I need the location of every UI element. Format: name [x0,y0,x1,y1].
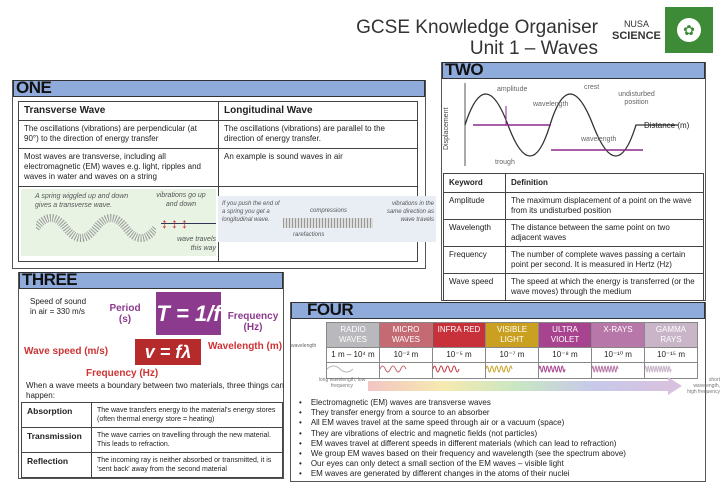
longitudinal-wave-image: If you push the end of a spring you get … [218,196,436,242]
section-heading: FOUR [291,301,705,319]
spectrum-band-wavelength: 10⁻¹⁵ m [644,347,698,363]
section-four: FOUR [290,301,706,482]
transverse-wave-image: A spring wiggled up and down gives a tra… [21,189,216,256]
list-item: All EM waves travel at the same speed th… [296,418,626,428]
spectrum-wave-icon [644,362,698,379]
section-heading: ONE [13,79,425,97]
list-item: They transfer energy from a source to an… [296,408,626,418]
spectrum-wave-icon [379,362,433,379]
spectrum-band-name: ULTRA VIOLET [538,322,592,348]
section-one: ONE [12,79,426,269]
spectrum-wave-icon [485,362,539,379]
spectrum-band-name: VISIBLE LIGHT [485,322,539,348]
list-item: We group EM waves based on their frequen… [296,449,626,459]
wave-speed-equation: v = fλ [135,339,201,365]
spring-wave-icon [36,214,156,242]
spectrum-gradient-arrow [368,381,668,391]
speed-of-sound: Speed of sound in air = 330 m/s [30,297,87,316]
list-item: EM waves travel at different speeds in d… [296,439,626,449]
wave-diagram [464,83,678,166]
y-axis-label: Displacement [443,107,450,150]
boundary-intro: When a wave meets a boundary between two… [26,381,284,400]
section-heading: TWO [442,61,705,79]
tree-icon: ✿ [677,18,701,42]
list-item: Our eyes can only detect a small section… [296,459,626,469]
page-subtitle: Unit 1 – Waves [469,38,598,59]
school-logo: ✿ [665,7,713,53]
spectrum-band-wavelength: 10⁻⁷ m [485,347,539,363]
period-equation: T = 1/f [156,292,221,335]
section-heading: THREE [19,271,283,289]
spectrum-band-wavelength: 10⁻¹⁰ m [591,347,645,363]
spectrum-wave-icon [538,362,592,379]
list-item: They are vibrations of electric and magn… [296,429,626,439]
section-two: TWO [441,61,706,301]
spectrum-band-wavelength: 10⁻² m [379,347,433,363]
spectrum-band-name: MICRO WAVES [379,322,433,348]
spectrum-wave-icon [432,362,486,379]
spectrum-band-name: X-RAYS [591,322,645,348]
spring-icon [283,218,373,228]
travel-arrow-icon [161,223,216,224]
spectrum-band-wavelength: 10⁻⁵ m [432,347,486,363]
spectrum-band-name: RADIO WAVES [326,322,380,348]
em-facts-list: Electromagnetic (EM) waves are transvers… [296,398,626,480]
spectrum-band-wavelength: 1 m – 10⁴ m [326,347,380,363]
list-item: EM waves are generated by different chan… [296,469,626,479]
list-item: Electromagnetic (EM) waves are transvers… [296,398,626,408]
arrow-head-icon [668,377,682,395]
spectrum-band-name: GAMMA RAYS [644,322,698,348]
spectrum-wave-icon [591,362,645,379]
section-three: THREE [18,271,284,479]
spectrum-band-wavelength: 10⁻⁸ m [538,347,592,363]
x-axis-label: Distance (m) [644,121,690,130]
spectrum-band-name: INFRA RED [432,322,486,348]
